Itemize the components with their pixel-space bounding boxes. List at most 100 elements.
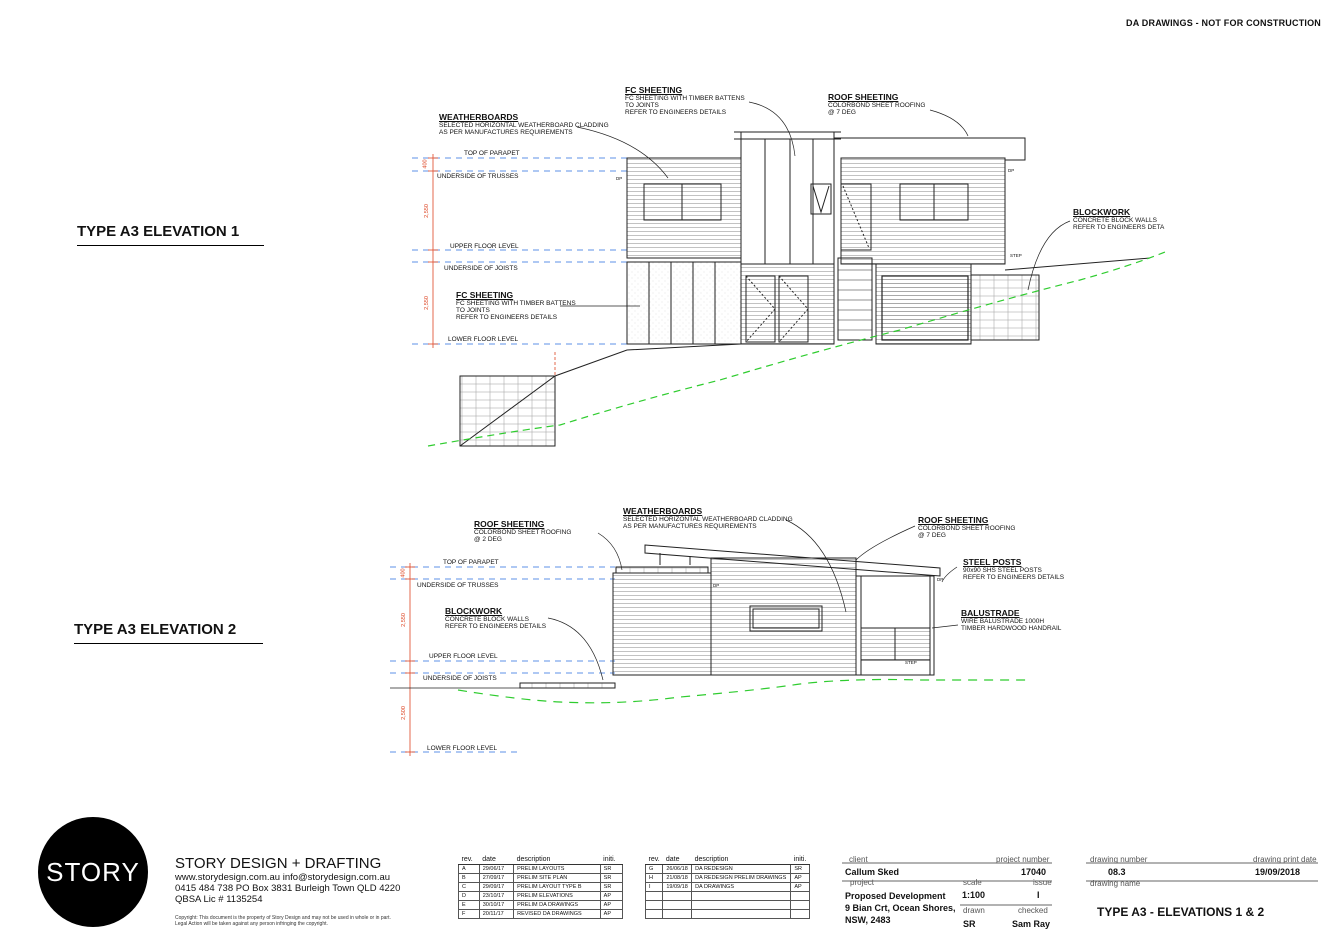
date-cell: 27/09/17	[478, 873, 515, 883]
desc-cell: REVISED DA DRAWINGS	[513, 909, 601, 919]
company-phone-address: 0415 484 738 PO Box 3831 Burleigh Town Q…	[175, 883, 401, 894]
col-initials: initi.	[790, 855, 810, 865]
callout-heading: WEATHERBOARDS	[439, 112, 519, 122]
e2-dim-2500: 2,500	[400, 706, 407, 720]
rev-cell: D	[458, 891, 480, 901]
rev-cell: C	[458, 882, 480, 892]
init-cell: AP	[599, 891, 624, 901]
elevation-1-drawing	[412, 101, 1166, 447]
desc-cell: PRELIM LAYOUT TYPE B	[513, 882, 601, 892]
date-cell: 23/10/17	[478, 891, 515, 901]
e1-dim-2550-lower: 2,550	[423, 296, 430, 310]
drawn-label: drawn	[963, 906, 985, 915]
init-cell: AP	[599, 900, 624, 910]
e2-dim-2550: 2,550	[400, 613, 407, 627]
rev-cell: E	[458, 900, 480, 910]
e1-level-lower-floor: LOWER FLOOR LEVEL	[448, 336, 519, 343]
callout-heading: BLOCKWORK	[1073, 207, 1131, 217]
rev-cell: G	[644, 864, 664, 874]
scale-value: 1:100	[962, 890, 986, 900]
init-cell: AP	[599, 909, 624, 919]
checked-value: Sam Ray	[1012, 919, 1051, 929]
e1-step-label: STEP	[1010, 253, 1022, 258]
callout-text: SELECTED HORIZONTAL WEATHERBOARD CLADDIN…	[439, 122, 609, 136]
desc-cell	[691, 900, 792, 910]
project-number-value: 17040	[1021, 867, 1047, 877]
client-value: Callum Sked	[845, 867, 900, 877]
callout-heading: BLOCKWORK	[445, 606, 503, 616]
callout-heading: ROOF SHEETING	[918, 515, 989, 525]
rev-cell	[644, 909, 664, 919]
e1-level-upper-floor: UPPER FLOOR LEVEL	[450, 243, 519, 250]
date-cell: 21/08/18	[662, 873, 693, 883]
table-row	[644, 909, 810, 919]
desc-cell	[691, 909, 792, 919]
drawing-name-label: drawing name	[1090, 879, 1141, 888]
elevation-1-title: TYPE A3 ELEVATION 1	[77, 223, 264, 246]
company-web-email[interactable]: www.storydesign.com.au info@storydesign.…	[175, 872, 391, 883]
e1-dim-400: 400	[422, 159, 429, 169]
desc-cell: DA DRAWINGS	[691, 882, 792, 892]
project-value: Proposed Development 9 Bian Crt, Ocean S…	[845, 891, 956, 925]
e1-level-underside-joists: UNDERSIDE OF JOISTS	[444, 265, 518, 272]
callout-text: SELECTED HORIZONTAL WEATHERBOARD CLADDIN…	[623, 516, 793, 530]
e2-level-top-parapet: TOP OF PARAPET	[443, 559, 499, 566]
table-row	[644, 900, 810, 910]
revision-header-row: rev. date description initi.	[458, 855, 623, 865]
callout-text: 90x90 SHS STEEL POSTS REFER TO ENGINEERS…	[963, 567, 1065, 581]
e1-level-underside-trusses: UNDERSIDE OF TRUSSES	[437, 173, 519, 180]
callout-heading: STEEL POSTS	[963, 557, 1022, 567]
date-cell: 29/09/17	[478, 882, 515, 892]
init-cell: SR	[599, 873, 624, 883]
issue-label: issue	[1033, 878, 1052, 887]
e2-level-upper-floor: UPPER FLOOR LEVEL	[429, 653, 498, 660]
col-initials: initi.	[600, 855, 623, 865]
desc-cell	[691, 891, 792, 901]
desc-cell: PRELIM ELEVATIONS	[513, 891, 601, 901]
rev-cell: H	[644, 873, 664, 883]
callout-heading: ROOF SHEETING	[828, 92, 899, 102]
company-license: QBSA Lic # 1135254	[175, 894, 263, 905]
callout-heading: FC SHEETING	[456, 290, 514, 300]
rev-cell: B	[458, 873, 480, 883]
drawing-status-note: DA DRAWINGS - NOT FOR CONSTRUCTION	[1126, 18, 1321, 28]
init-cell: SR	[599, 864, 624, 874]
callout-text: FC SHEETING WITH TIMBER BATTENS TO JOINT…	[625, 95, 745, 116]
rev-cell	[644, 900, 664, 910]
e2-downpipe-left: DP	[713, 583, 720, 588]
rev-cell: A	[458, 864, 480, 874]
init-cell	[790, 900, 810, 910]
col-date: date	[662, 855, 692, 865]
date-cell: 26/06/18	[662, 864, 693, 874]
rev-cell	[644, 891, 664, 901]
date-cell: 30/10/17	[478, 900, 515, 910]
table-row	[644, 891, 810, 901]
desc-cell: PRELIM LAYOUTS	[513, 864, 601, 874]
elevation-2-drawing	[390, 519, 1030, 756]
callout-text: COLORBOND SHEET ROOFING @ 7 DEG	[828, 102, 926, 116]
company-logo: STORY	[38, 817, 148, 927]
e1-dim-2550-upper: 2,550	[423, 204, 430, 218]
callout-text: COLORBOND SHEET ROOFING @ 7 DEG	[918, 525, 1016, 539]
callout-heading: ROOF SHEETING	[474, 519, 545, 529]
e2-level-underside-joists: UNDERSIDE OF JOISTS	[423, 675, 497, 682]
init-cell	[790, 891, 810, 901]
callout-text: WIRE BALUSTRADE 1000H TIMBER HARDWOOD HA…	[961, 618, 1062, 632]
issue-value: I	[1037, 890, 1040, 900]
date-cell	[662, 891, 693, 901]
